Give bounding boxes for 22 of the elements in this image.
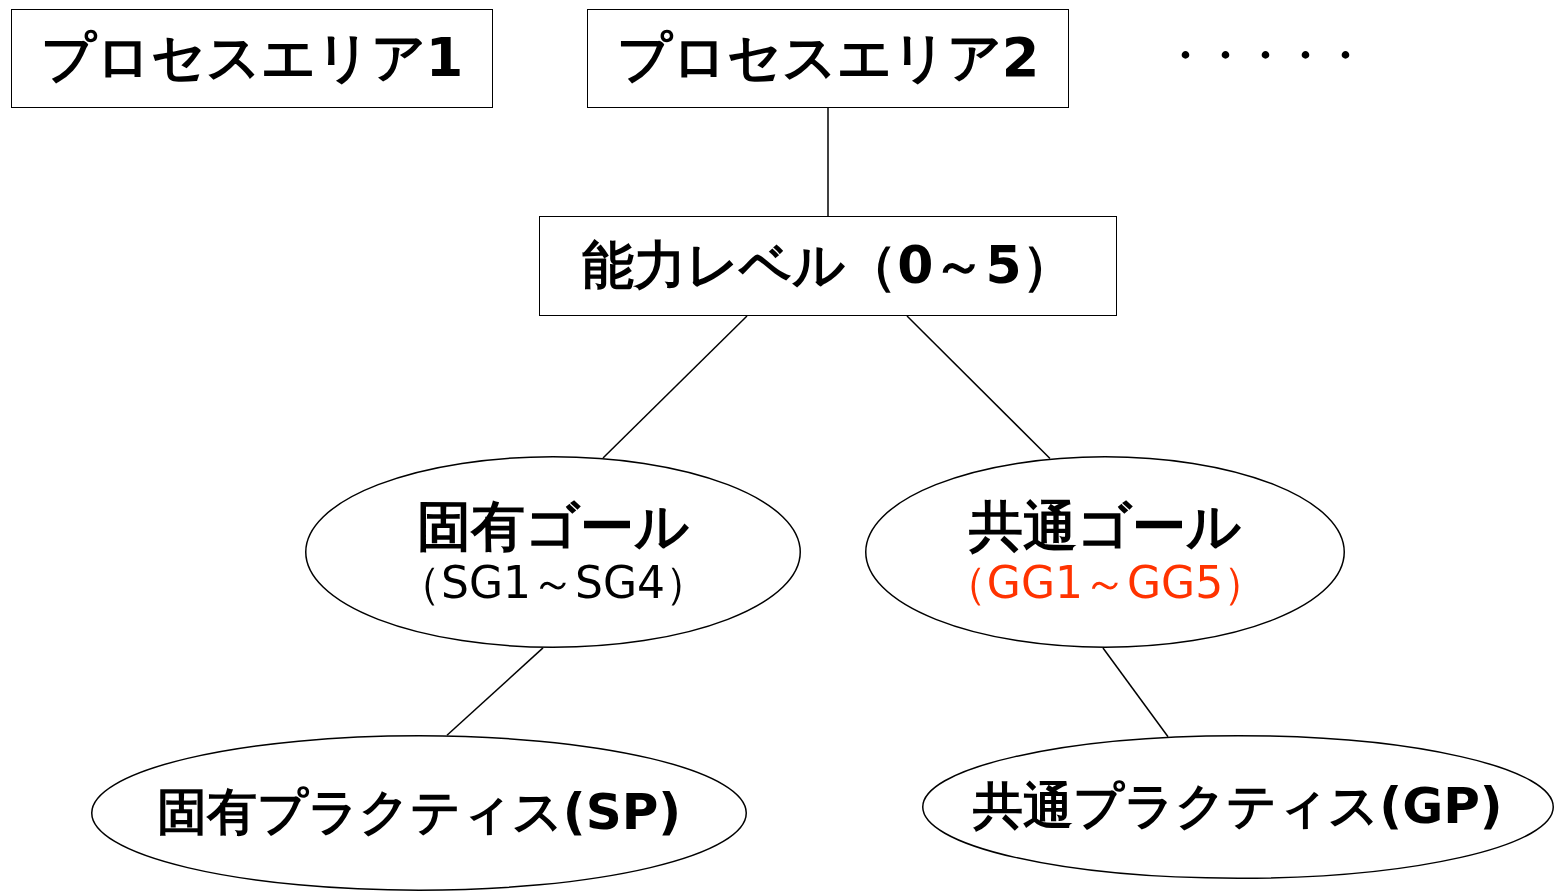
connector-line	[602, 315, 748, 459]
node-title: 共通プラクティス(GP)	[973, 778, 1503, 836]
connector-line	[446, 647, 544, 737]
connector-line	[827, 107, 829, 217]
goal-ellipse	[922, 735, 1554, 879]
node-subtitle: （GG1～GG5）	[942, 557, 1268, 609]
node-title: 固有ゴール	[417, 495, 689, 558]
goal-ellipse	[91, 735, 747, 891]
goal-ellipse	[865, 456, 1345, 648]
node-title: プロセスエリア2	[616, 27, 1040, 90]
process-box	[539, 216, 1117, 316]
process-box	[587, 9, 1069, 108]
node-title: 能力レベル（0～5）	[582, 236, 1074, 296]
node-title: 固有プラクティス(SP)	[156, 784, 682, 842]
connector-line	[906, 315, 1051, 460]
ellipsis-text: ・・・・・	[1165, 31, 1365, 80]
node-subtitle: （SG1～SG4）	[396, 557, 709, 609]
process-box	[11, 9, 493, 108]
node-title: 共通ゴール	[969, 495, 1241, 558]
goal-ellipse	[305, 456, 801, 648]
connector-line	[1102, 647, 1169, 738]
node-title: プロセスエリア1	[40, 27, 464, 90]
